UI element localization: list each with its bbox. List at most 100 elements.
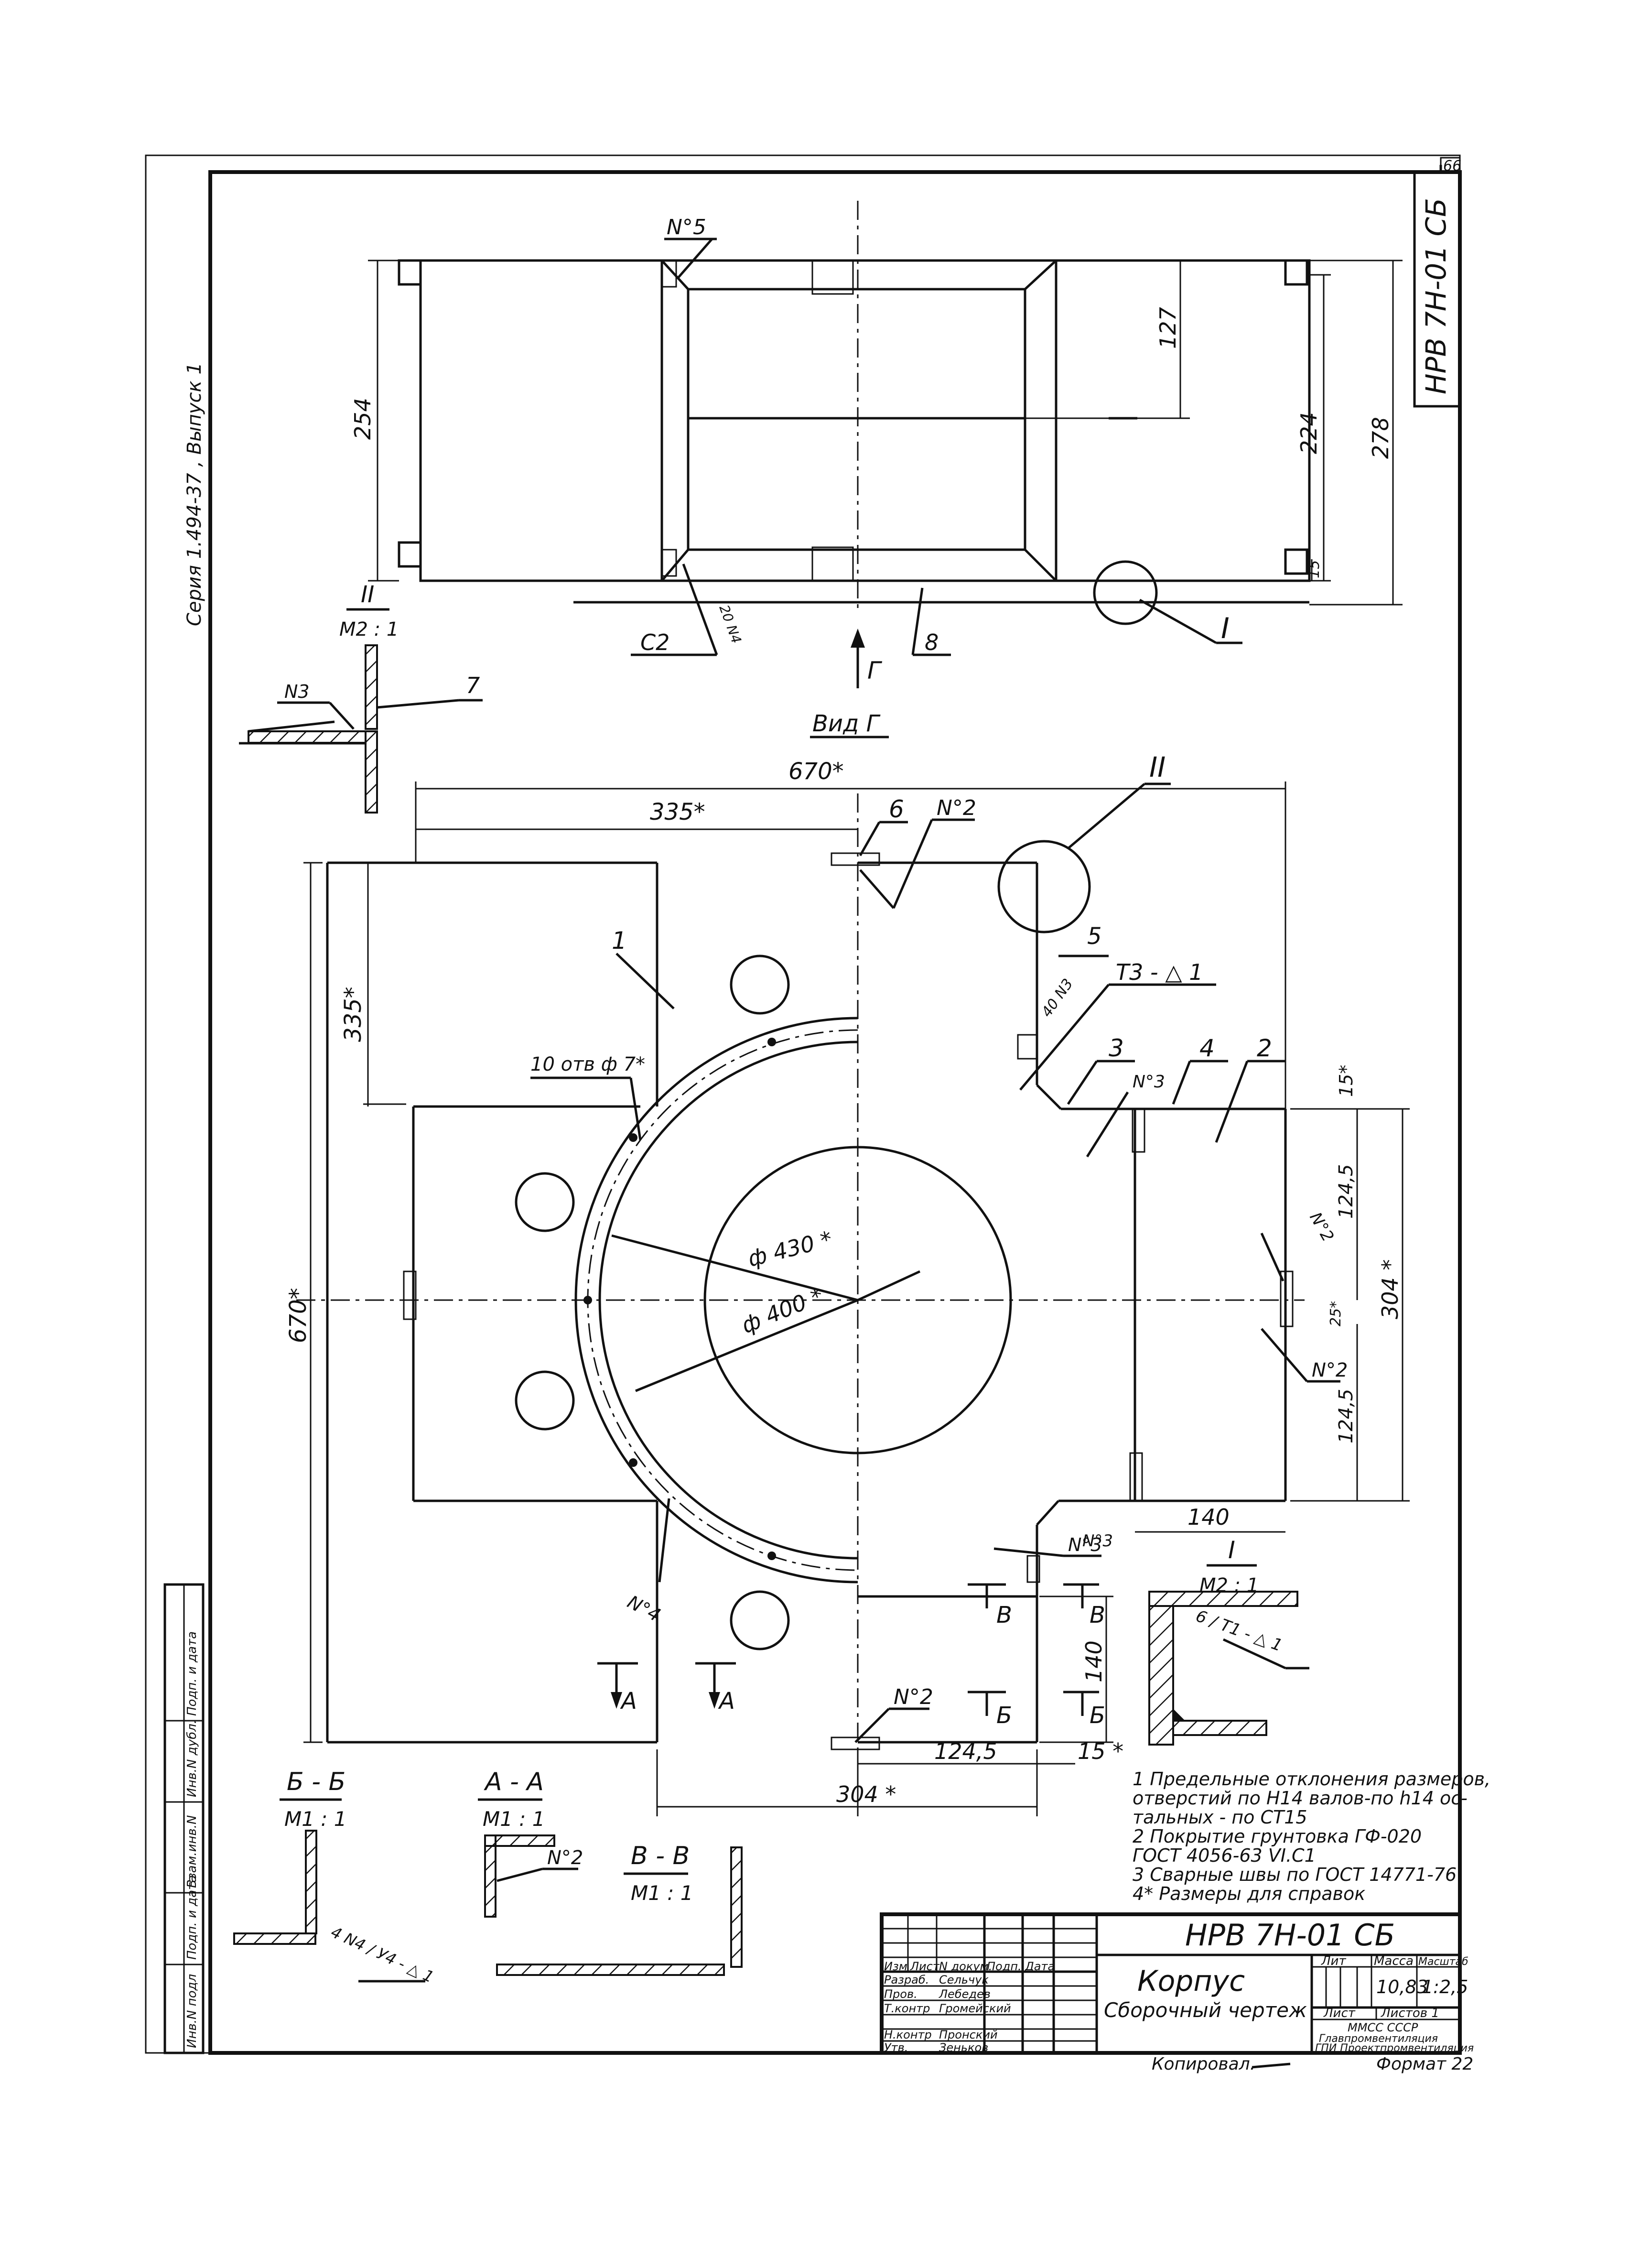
svg-text:Пров.: Пров.: [884, 1987, 918, 2001]
svg-text:7: 7: [466, 673, 480, 698]
svg-text:6 / Т1 - △ 1: 6 / Т1 - △ 1: [1193, 1606, 1285, 1655]
svg-text:М1 : 1: М1 : 1: [284, 1807, 347, 1831]
dim-304-bottom: 304 *: [836, 1781, 896, 1807]
svg-text:3 Сварные швы по ГОСТ 14771-76: 3 Сварные швы по ГОСТ 14771-76: [1133, 1864, 1457, 1885]
svg-text:II: II: [361, 581, 374, 608]
section-B-right: Б: [1090, 1702, 1105, 1729]
label-n3-b: N°3: [1082, 1531, 1113, 1551]
svg-text:Взам.инв.N: Взам.инв.N: [185, 1815, 199, 1888]
svg-text:ГОСТ 4056-63 VI.С1: ГОСТ 4056-63 VI.С1: [1133, 1845, 1316, 1866]
pos-1: 1: [612, 927, 627, 955]
svg-text:Сельчук: Сельчук: [939, 1973, 989, 1986]
svg-text:1 Предельные отклонения размер: 1 Предельные отклонения размеров,: [1133, 1769, 1490, 1790]
section-BB: Б - Б М1 : 1 4 N4 / У4 - △ 1: [233, 1768, 437, 1986]
svg-text:Лист: Лист: [1323, 2006, 1356, 2020]
title-code: НРВ 7Н-01 СБ: [1185, 1918, 1395, 1953]
svg-text:Формат 22: Формат 22: [1376, 2054, 1473, 2074]
svg-text:Т.контр: Т.контр: [884, 2002, 930, 2015]
label-n3-a: N°3: [1133, 1072, 1165, 1092]
svg-text:Масштаб: Масштаб: [1418, 1956, 1468, 1968]
pos-3: 3: [1109, 1034, 1124, 1062]
svg-text:В - В: В - В: [631, 1842, 690, 1870]
svg-text:Масса: Масса: [1374, 1954, 1414, 1968]
label-n2-right-top: N°2: [1306, 1209, 1338, 1245]
section-VV: В - В М1 : 1: [496, 1842, 743, 1976]
footer: Копировал. Формат 22: [1152, 2054, 1473, 2074]
svg-text:М1 : 1: М1 : 1: [483, 1807, 545, 1831]
dim-224: 224: [1296, 412, 1322, 454]
dim-124-5-bottom: 124,5: [934, 1738, 997, 1764]
title-doc-type: Сборочный чертеж: [1104, 1998, 1307, 2022]
weld-T3: Т3 - △ 1: [1116, 959, 1203, 985]
corner-code: НРВ 7Н-01 СБ: [1420, 198, 1452, 394]
svg-text:Подп. и дата: Подп. и дата: [185, 1875, 199, 1960]
dim-25: 25*: [1328, 1301, 1344, 1326]
dim-278: 278: [1368, 417, 1393, 459]
detail-I: I М2 : 1 6 / Т1 - △ 1: [1148, 1536, 1309, 1746]
svg-text:Лист: Лист: [910, 1960, 940, 1973]
dim-124-5-right-bottom: 124,5: [1335, 1389, 1357, 1443]
svg-text:I: I: [1228, 1536, 1235, 1564]
holes-note: 10 отв ф 7*: [530, 1053, 645, 1075]
pos-6: 6: [889, 795, 904, 823]
section-A-left: А: [620, 1688, 637, 1715]
notes-block: 1 Предельные отклонения размеров, отверс…: [1133, 1769, 1490, 1904]
section-A-right: А: [718, 1688, 735, 1715]
dim-304-right: 304 *: [1377, 1259, 1403, 1319]
dim-124-5-right-top: 124,5: [1335, 1164, 1357, 1219]
svg-text:Изм: Изм: [884, 1960, 907, 1973]
weld-40-n3: 40 N3: [1038, 976, 1077, 1020]
svg-text:Копировал.: Копировал.: [1152, 2054, 1255, 2074]
svg-text:Лебедев: Лебедев: [939, 1987, 991, 2001]
dim-15-right: 15*: [1336, 1065, 1357, 1097]
svg-text:А - А: А - А: [484, 1768, 544, 1796]
weld-20-n4: 20 N4: [716, 603, 744, 646]
dim-670-left: 670*: [285, 1288, 312, 1343]
dim-140-h: 140: [1187, 1504, 1230, 1530]
view-G-title: Вид Г: [812, 710, 881, 737]
label-n3-c: N°3: [1068, 1534, 1102, 1555]
detail-II: II М2 : 1 N3 7: [239, 581, 483, 814]
svg-text:Громейский: Громейский: [939, 2002, 1011, 2015]
svg-text:N3: N3: [284, 681, 310, 702]
svg-text:Подп.: Подп.: [987, 1960, 1022, 1973]
label-n5: N°5: [667, 215, 706, 239]
svg-text:Листов 1: Листов 1: [1381, 2006, 1439, 2020]
dim-127: 127: [1155, 307, 1181, 349]
callout-I: I: [1221, 612, 1230, 645]
svg-text:Б - Б: Б - Б: [287, 1768, 345, 1796]
side-stamp: Инв.N подл Подп. и дата Взам.инв.N Инв.N…: [163, 1583, 205, 2054]
svg-text:М2 : 1: М2 : 1: [339, 619, 399, 640]
label-n2-top: N°2: [937, 796, 976, 820]
svg-text:4* Размеры для справок: 4* Размеры для справок: [1133, 1883, 1365, 1904]
dim-15-top: 15: [1306, 560, 1323, 578]
dim-335-left: 335*: [340, 987, 367, 1042]
series-label: Серия 1.494-37 , Выпуск 1: [184, 362, 205, 626]
svg-text:Зеньков: Зеньков: [939, 2041, 988, 2054]
title-block: Изм Лист N докум. Подп. Дата Разраб. Про…: [880, 1912, 1474, 2055]
dia-430: ф 430 *: [745, 1226, 835, 1272]
corner-code-box: [1413, 171, 1461, 408]
svg-text:Н.контр: Н.контр: [884, 2028, 932, 2041]
label-n2-right-bottom: N°2: [1312, 1359, 1348, 1381]
svg-text:Главпромвентиляция: Главпромвентиляция: [1319, 2033, 1438, 2045]
svg-text:Дата: Дата: [1025, 1960, 1055, 1973]
top-view: I 254 127 224 278 15 N°5 С2 20 N4 8 Г Ви…: [350, 201, 1403, 738]
svg-text:отверстий по Н14 валов-по h14: отверстий по Н14 валов-по h14 ос-: [1133, 1788, 1468, 1809]
svg-text:4 N4 / У4 - △ 1: 4 N4 / У4 - △ 1: [328, 1923, 437, 1986]
svg-text:1:2,5: 1:2,5: [1422, 1976, 1468, 1997]
svg-text:Инв.N подл: Инв.N подл: [185, 1974, 199, 2048]
section-V-left: В: [996, 1602, 1012, 1628]
dim-670-top: 670*: [788, 758, 844, 785]
label-8: 8: [925, 629, 939, 655]
label-n2-bottom: N°2: [894, 1685, 933, 1709]
pos-4: 4: [1199, 1034, 1215, 1062]
svg-text:10,83: 10,83: [1376, 1976, 1428, 1997]
plan-view: II 670* 335* 335* 670* 304 * 124,5 124,5…: [285, 751, 1410, 1816]
svg-text:Утв.: Утв.: [884, 2041, 908, 2054]
section-AA: А - А М1 : 1 N°2: [478, 1768, 583, 1918]
svg-text:Лит: Лит: [1321, 1954, 1346, 1968]
callout-II: II: [1149, 751, 1166, 783]
svg-text:N°2: N°2: [547, 1847, 583, 1869]
